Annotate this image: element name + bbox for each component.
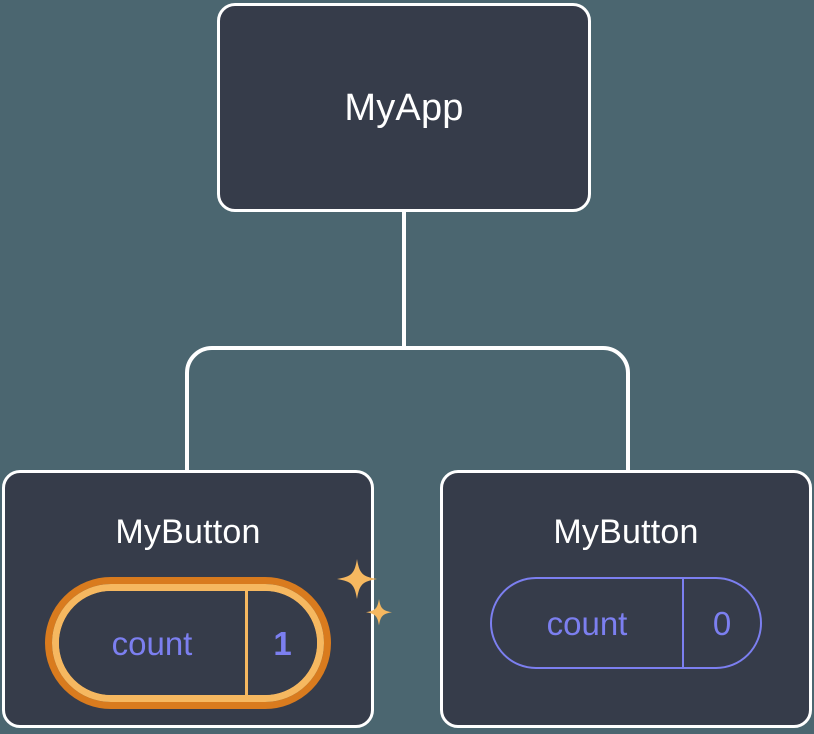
node-mybutton-left-label: MyButton: [115, 513, 261, 551]
state-value-right: 0: [682, 579, 760, 667]
state-pill-left-wrap: count 1: [45, 559, 392, 709]
sparkle-icon-large: [337, 559, 377, 599]
node-mybutton-left[interactable]: MyButton count 1: [2, 470, 392, 728]
node-mybutton-right-label: MyButton: [553, 513, 699, 551]
connector-branch-left: [185, 346, 404, 470]
node-mybutton-right[interactable]: MyButton count 0: [440, 470, 812, 728]
state-value-left: 1: [245, 591, 317, 695]
state-pill-left[interactable]: count 1: [59, 591, 317, 695]
node-myapp[interactable]: MyApp: [217, 3, 591, 212]
state-pill-left-highlight-ring: count 1: [52, 584, 324, 702]
state-pill-left-glow-ring: count 1: [45, 577, 331, 709]
connector-branch-right: [404, 346, 630, 470]
state-pill-right[interactable]: count 0: [490, 577, 762, 669]
state-key-left: count: [111, 624, 193, 662]
sparkle-icon-group: [337, 559, 392, 626]
state-key-right: count: [546, 604, 628, 642]
sparkle-icon-small: [366, 599, 392, 626]
node-myapp-label: MyApp: [344, 86, 464, 129]
state-pill-right-wrap: count 0: [490, 577, 762, 669]
